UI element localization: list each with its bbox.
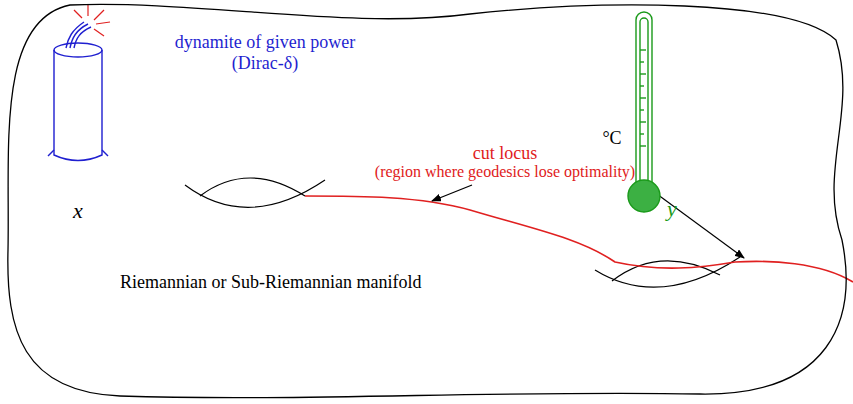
spark-symbol bbox=[74, 4, 110, 36]
annotation-label: y bbox=[667, 196, 677, 221]
dynamite-symbol bbox=[48, 22, 108, 161]
leader-arrow bbox=[432, 185, 472, 201]
annotation-label: cut locus bbox=[473, 143, 538, 164]
handle-symbol bbox=[185, 178, 740, 287]
leader-arrow bbox=[646, 186, 744, 258]
thermometer-symbol bbox=[636, 12, 652, 182]
region-label: Riemannian or Sub-Riemannian manifold bbox=[120, 272, 421, 293]
thermometer-bulb bbox=[628, 180, 660, 212]
annotation-label: °C bbox=[602, 128, 621, 149]
cut-locus-curve bbox=[305, 196, 853, 282]
annotation-label: dynamite of given power bbox=[175, 32, 355, 53]
annotation-label: (region where geodesics lose optimality) bbox=[375, 163, 635, 181]
annotation-label: x bbox=[73, 198, 83, 223]
annotation-label: (Dirac-δ) bbox=[232, 53, 298, 74]
